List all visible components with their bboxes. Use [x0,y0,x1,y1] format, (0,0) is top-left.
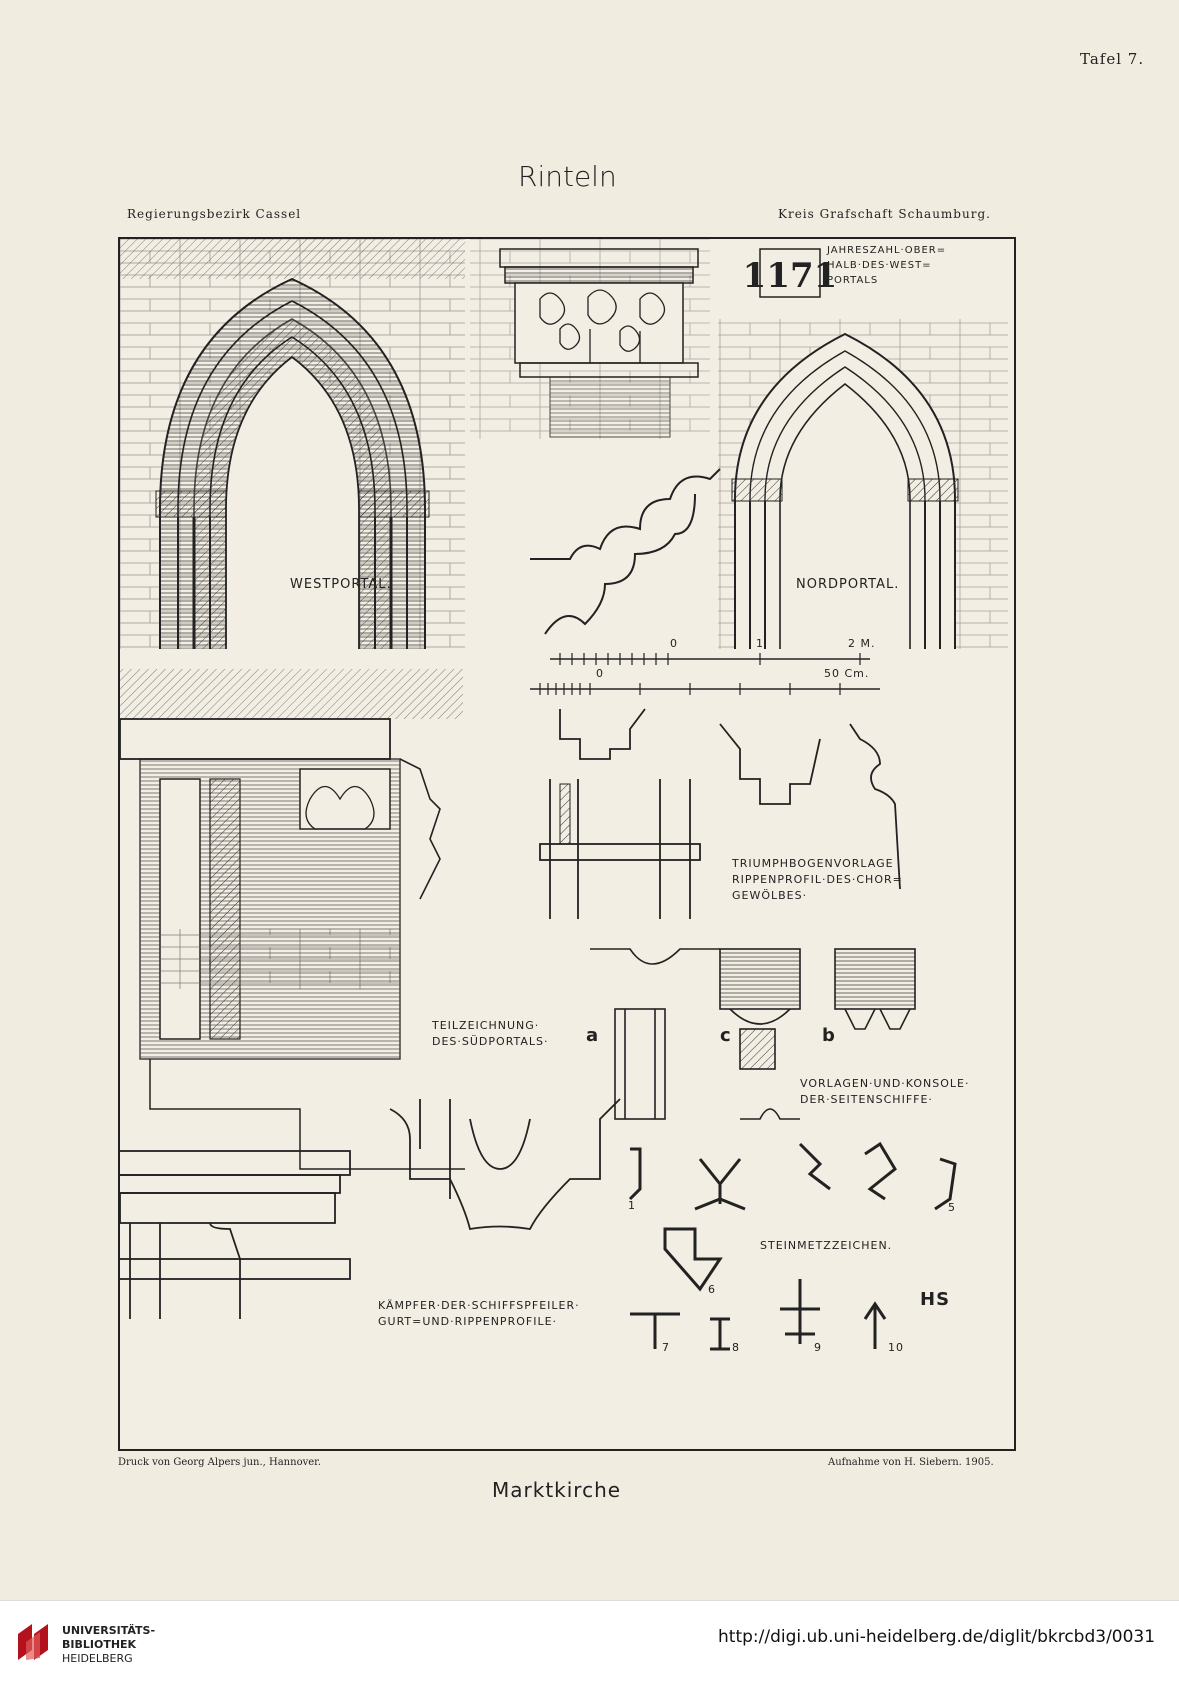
capital-drawing [470,239,710,439]
scale-cm-0: 0 [596,667,604,680]
scale-m-1: 1 [756,637,764,650]
mark-number-6: 6 [708,1283,716,1296]
nordportal-label: NORDPORTAL. [796,577,900,592]
vorlagen-line-1: VORLAGEN·UND·KONSOLE· [800,1077,970,1090]
region-right: Kreis Grafschaft Schaumburg. [778,207,991,221]
westportal-label: WESTPORTAL. [290,577,392,592]
permalink[interactable]: http://digi.ub.uni-heidelberg.de/diglit/… [718,1627,1156,1647]
kaempfer-profiles [120,1098,621,1319]
nordportal-drawing [718,319,1008,649]
library-footer: UNIVERSITÄTS- BIBLIOTHEK HEIDELBERG http… [0,1600,1179,1684]
scale-m-2: 2 M. [848,637,876,650]
scale-bars [530,658,880,690]
printer-credit: Druck von Georg Alpers jun., Hannover. [118,1457,322,1468]
steinmetz-label: STEINMETZZEICHEN. [760,1239,893,1252]
library-name-1: UNIVERSITÄTS- [62,1624,156,1637]
caption: Marktkirche [492,1478,622,1502]
page-title: Rinteln [518,160,617,193]
mark-number-9: 9 [814,1341,822,1354]
vorlagen-line-2: DER·SEITENSCHIFFE· [800,1093,933,1106]
triumph-line-3: GEWÖLBES· [732,889,808,902]
mark-number-1: 1 [628,1199,636,1212]
letter-a: a [586,1025,600,1046]
kaempfer-line-1: KÄMPFER·DER·SCHIFFSPFEILER· [378,1299,580,1312]
architectural-plate: 1171 [118,237,1016,1451]
mark-number-7: 7 [662,1341,670,1354]
mason-marks [628,1141,957,1351]
teil-line-2: DES·SÜDPORTALS· [432,1035,549,1048]
survey-credit: Aufnahme von H. Siebern. 1905. [828,1457,994,1468]
year-note-line-1: JAHRESZAHL·OBER= [827,245,947,256]
triumph-line-1: TRIUMPHBOGENVORLAGE [732,857,894,870]
architectural-drawings: 1171 [120,239,1008,1351]
triumph-profiles [539,708,901,919]
library-name-2: BIBLIOTHEK [62,1638,137,1651]
year-note-line-2: HALB·DES·WEST= [827,260,932,271]
westportal-drawing [120,239,465,649]
teil-line-1: TEILZEICHNUNG· [432,1019,540,1032]
kaempfer-line-2: GURT=UND·RIPPENPROFILE· [378,1315,558,1328]
triumph-line-2: RIPPENPROFIL·DES·CHOR= [732,873,903,886]
mark-number-10: 10 [888,1341,904,1354]
scale-cm-50: 50 Cm. [824,667,870,680]
vorlagen-drawings [590,948,916,1120]
scanned-page: Tafel 7. Rinteln Regierungsbezirk Cassel… [0,0,1179,1600]
year-mark-drawing: 1171 [743,248,838,298]
suedportal-drawing [120,669,465,1170]
year-note-line-3: PORTALS [827,275,879,286]
letter-b: b [822,1025,836,1046]
monogram: HS [920,1289,951,1310]
mark-number-5: 5 [948,1201,956,1214]
diagonal-profile [530,468,721,635]
plate-number: Tafel 7. [1080,50,1145,68]
library-logo-icon [18,1624,48,1660]
year-glyph: 1171 [743,256,838,296]
scale-m-0: 0 [670,637,678,650]
region-left: Regierungsbezirk Cassel [127,207,302,221]
library-name-3: HEIDELBERG [62,1652,133,1665]
letter-c: c [720,1025,732,1046]
mark-number-8: 8 [732,1341,740,1354]
